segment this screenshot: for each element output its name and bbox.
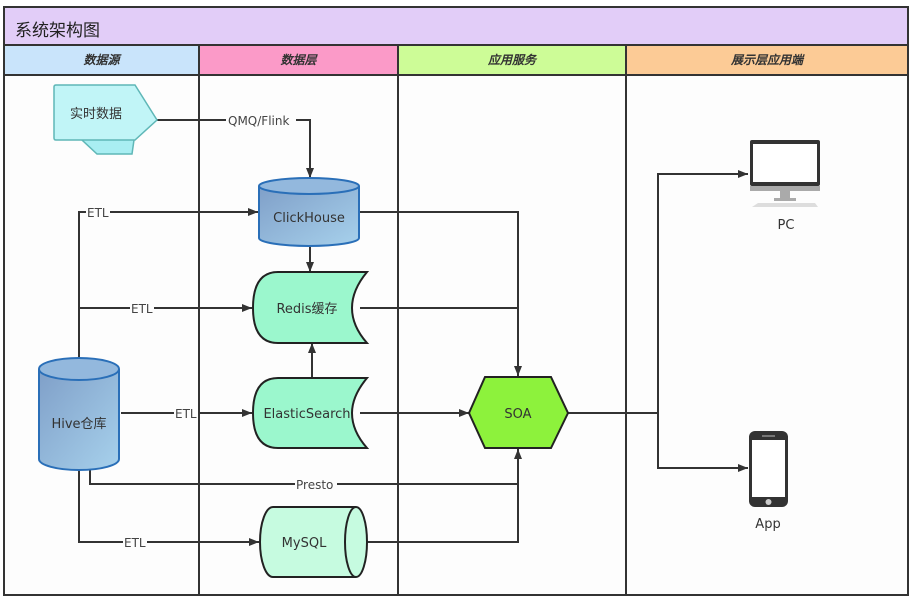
- lane-header-display: 展示层应用端: [625, 44, 909, 76]
- node-mysql[interactable]: MySQL: [259, 506, 368, 578]
- edge-label-etl-es: ETL: [175, 407, 197, 421]
- edge-hive-mysql: [78, 470, 259, 546]
- node-label: ElasticSearch: [263, 407, 350, 422]
- desktop-monitor-icon: [750, 140, 820, 207]
- node-hive[interactable]: Hive仓库: [38, 357, 120, 471]
- edge-soa-pc: [568, 170, 748, 414]
- lane-label: 数据层: [280, 53, 317, 67]
- smartphone-icon: [749, 431, 788, 507]
- node-label: MySQL: [282, 536, 327, 551]
- lane-label: 展示层应用端: [730, 53, 803, 67]
- title-bar: 系统架构图: [3, 6, 909, 46]
- node-pc[interactable]: PC: [750, 140, 820, 233]
- node-soa[interactable]: SOA: [467, 376, 570, 449]
- lane-label: 数据源: [83, 53, 120, 67]
- node-label: Hive仓库: [51, 416, 106, 432]
- node-clickhouse[interactable]: ClickHouse: [258, 177, 360, 247]
- lane-label: 应用服务: [487, 53, 536, 67]
- node-label: SOA: [504, 407, 531, 422]
- edge-mysql-soa: [368, 484, 519, 543]
- edge-label-presto: Presto: [296, 478, 333, 492]
- node-redis[interactable]: Redis缓存: [251, 271, 370, 344]
- edge-label-etl-mysql: ETL: [124, 536, 146, 550]
- node-realtime-data[interactable]: 实时数据: [53, 84, 158, 155]
- edge-label-qmq-flink: QMQ/Flink: [228, 114, 289, 128]
- node-label: App: [755, 517, 780, 532]
- lane-header-app-service: 应用服务: [397, 44, 627, 76]
- node-elasticsearch[interactable]: ElasticSearch: [251, 377, 370, 449]
- node-label: PC: [778, 218, 795, 233]
- edge-label-etl-clickhouse: ETL: [87, 206, 109, 220]
- edge-clickhouse-soa: [360, 211, 522, 376]
- edge-hive-clickhouse: [78, 208, 258, 358]
- diagram-title: 系统架构图: [15, 21, 100, 41]
- node-app[interactable]: App: [749, 431, 788, 532]
- edge-label-etl-redis: ETL: [131, 302, 153, 316]
- edge-soa-app: [657, 413, 748, 472]
- node-label: Redis缓存: [276, 302, 337, 317]
- lane-header-data-layer: 数据层: [198, 44, 399, 76]
- node-label: 实时数据: [70, 107, 122, 122]
- edge-realtime-clickhouse: [155, 119, 314, 178]
- node-label: ClickHouse: [273, 211, 345, 226]
